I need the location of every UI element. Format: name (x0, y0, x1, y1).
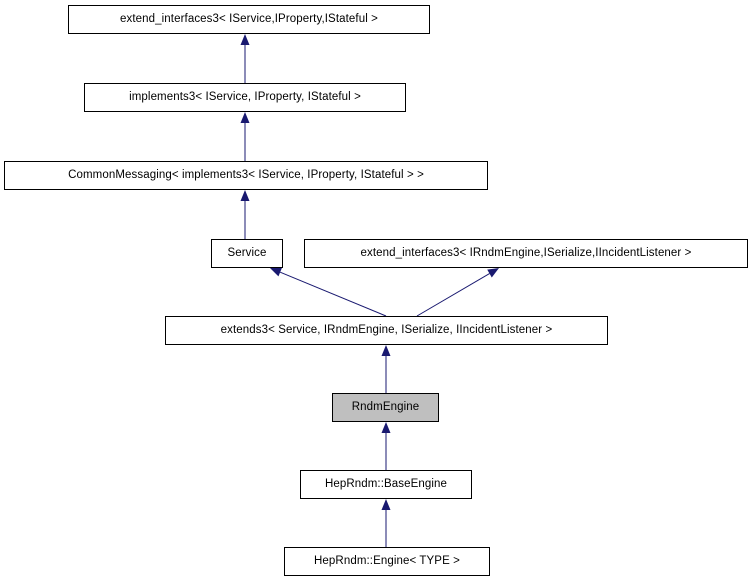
inheritance-arrowhead-icon (240, 190, 250, 201)
class-node-implements3-service[interactable]: implements3< IService, IProperty, IState… (84, 83, 406, 112)
inheritance-arrow (381, 422, 391, 470)
inheritance-arrow (270, 268, 387, 317)
class-node-extend-interfaces3-rndm[interactable]: extend_interfaces3< IRndmEngine,ISeriali… (304, 239, 748, 268)
class-node-common-messaging[interactable]: CommonMessaging< implements3< IService, … (4, 161, 488, 190)
inheritance-arrowhead-icon (487, 268, 499, 278)
class-node-hep-rndm-base-engine[interactable]: HepRndm::BaseEngine (300, 470, 472, 499)
inheritance-arrow (240, 34, 250, 83)
class-node-extend-interfaces3-service[interactable]: extend_interfaces3< IService,IProperty,I… (68, 5, 430, 34)
inheritance-arrowhead-icon (240, 34, 250, 45)
inheritance-arrow (240, 190, 250, 239)
class-node-extends3-rndm[interactable]: extends3< Service, IRndmEngine, ISeriali… (165, 316, 608, 345)
inheritance-arrowhead-icon (381, 422, 391, 433)
inheritance-arrowhead-icon (381, 345, 391, 356)
class-node-rndm-engine[interactable]: RndmEngine (332, 393, 439, 422)
inheritance-arrowhead-icon (240, 112, 250, 123)
inheritance-arrow (240, 112, 250, 161)
inheritance-arrow (381, 345, 391, 393)
class-node-hep-rndm-engine-type[interactable]: HepRndm::Engine< TYPE > (284, 547, 490, 576)
inheritance-arrow (416, 268, 499, 317)
inheritance-arrowhead-icon (381, 499, 391, 510)
inheritance-arrow-line (279, 271, 387, 317)
class-node-service[interactable]: Service (211, 239, 283, 268)
inheritance-arrow-line (416, 273, 490, 317)
inheritance-arrowhead-icon (270, 268, 282, 277)
inheritance-arrow (381, 499, 391, 547)
